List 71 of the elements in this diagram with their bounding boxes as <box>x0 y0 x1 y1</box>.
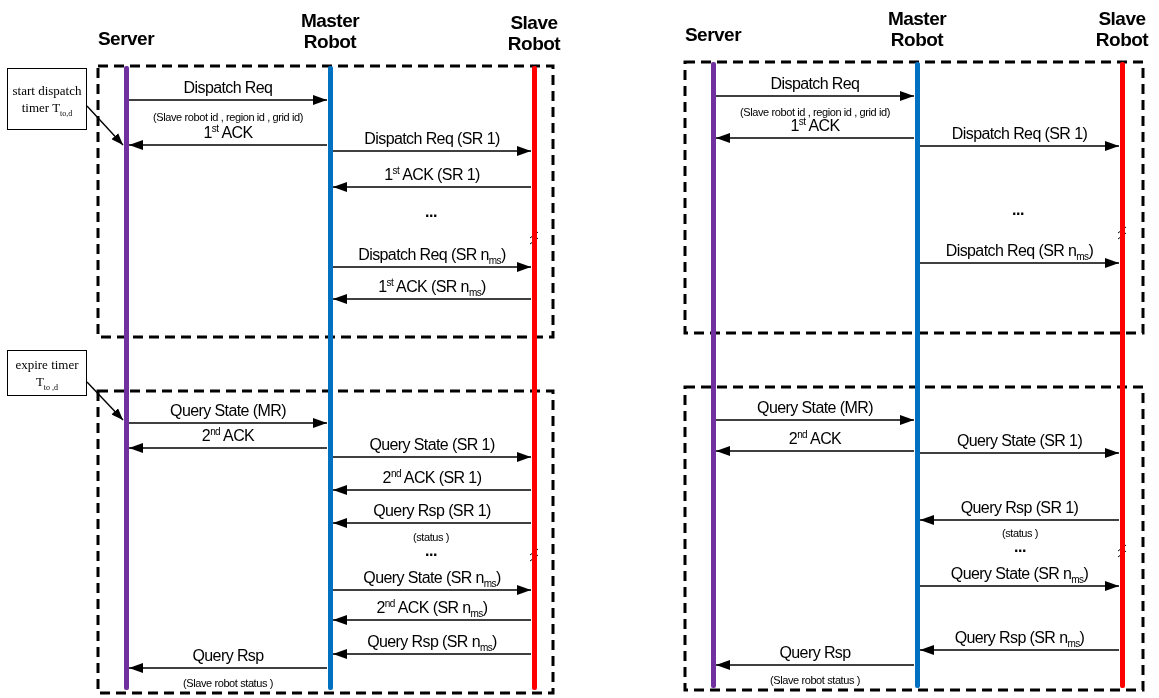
leader-arrow <box>86 381 124 421</box>
message-label: 2$^{nd}$ ACK <box>201 427 255 445</box>
message-label: Dispatch Req (SR 1) <box>951 125 1088 143</box>
participant-label: Master Robot <box>886 8 948 50</box>
message-label: Query Rsp (SR 1) <box>960 499 1079 517</box>
message-label: 1$^{st}$ ACK <box>203 124 253 142</box>
message-arrow <box>332 262 532 272</box>
note-box: expire timer T$_{to ,d}$ <box>7 350 87 396</box>
message-label: 1$^{st}$ ACK <box>790 117 840 135</box>
message-arrow <box>715 415 915 425</box>
message-arrow <box>919 258 1120 268</box>
message-label: Dispatch Req <box>770 75 860 93</box>
message-arrow <box>128 418 328 428</box>
message-label: Query Rsp (SR n$_{ms}$) <box>954 629 1085 647</box>
message-label: Dispatch Req (SR 1) <box>364 130 500 148</box>
message-label: Query State (MR) <box>757 399 873 417</box>
participant-label: Server <box>96 28 156 49</box>
participant-label: Slave Robot <box>1094 8 1150 50</box>
message-label: Query Rsp (SR n$_{ms}$) <box>367 633 497 651</box>
message-arrow <box>332 485 532 495</box>
message-label: Query State (SR 1) <box>369 436 495 454</box>
message-note: (status ) <box>412 531 450 544</box>
message-label: Query State (SR n$_{ms}$) <box>363 569 501 587</box>
message-note: (Slave robot status ) <box>770 674 860 687</box>
message-label: Query State (SR 1) <box>956 432 1083 450</box>
message-label: Query Rsp (SR 1) <box>373 502 491 520</box>
message-arrow <box>332 615 532 625</box>
message-label: 2$^{nd}$ ACK <box>788 430 842 448</box>
message-label: Dispatch Req (SR n$_{ms}$) <box>358 246 506 264</box>
message-arrow <box>332 146 532 156</box>
message-arrow <box>715 446 915 456</box>
ellipsis-mark: ... <box>1013 540 1027 553</box>
message-label: 1$^{st}$ ACK (SR 1) <box>384 166 480 184</box>
message-label: Query State (SR n$_{ms}$) <box>950 565 1089 583</box>
message-arrow <box>332 294 532 304</box>
message-note: (Slave robot status ) <box>183 677 273 690</box>
message-label: 2$^{nd}$ ACK (SR n$_{ms}$) <box>376 599 488 617</box>
message-label: Dispatch Req (SR n$_{ms}$) <box>945 242 1094 260</box>
message-arrow <box>715 660 915 670</box>
participant-label: Slave Robot <box>506 12 562 54</box>
message-note: (Slave robot id , region id , grid id) <box>740 106 890 119</box>
message-arrow <box>332 452 532 462</box>
message-arrow <box>919 581 1120 591</box>
message-arrow <box>919 141 1120 151</box>
message-arrow <box>128 140 328 150</box>
message-note: (status ) <box>1001 527 1039 540</box>
message-arrow <box>332 518 532 528</box>
message-arrow <box>919 645 1120 655</box>
message-arrow <box>919 515 1120 525</box>
note-box: start dispatch timer T$_{to,d}$ <box>7 68 87 130</box>
message-arrow <box>332 585 532 595</box>
message-note: (Slave robot id , region id , grid id) <box>153 111 303 124</box>
message-arrow <box>715 133 915 143</box>
message-label: Query State (MR) <box>170 402 286 420</box>
message-arrow <box>128 95 328 105</box>
message-label: Query Rsp <box>192 647 264 665</box>
message-arrow <box>332 182 532 192</box>
message-arrow <box>332 649 532 659</box>
message-arrow <box>715 91 915 101</box>
ellipsis-mark: ... <box>424 544 438 557</box>
message-label: Query Rsp <box>779 644 851 662</box>
ellipsis-mark: ... <box>1011 203 1025 216</box>
message-arrow <box>128 663 328 673</box>
participant-label: Server <box>683 24 743 45</box>
participant-label: Master Robot <box>299 10 361 52</box>
message-label: 2$^{nd}$ ACK (SR 1) <box>382 469 482 487</box>
message-label: 1$^{st}$ ACK (SR n$_{ms}$) <box>378 278 486 296</box>
message-arrow <box>128 443 328 453</box>
message-arrow <box>919 448 1120 458</box>
ellipsis-mark: ... <box>424 205 438 218</box>
message-label: Dispatch Req <box>183 79 273 97</box>
